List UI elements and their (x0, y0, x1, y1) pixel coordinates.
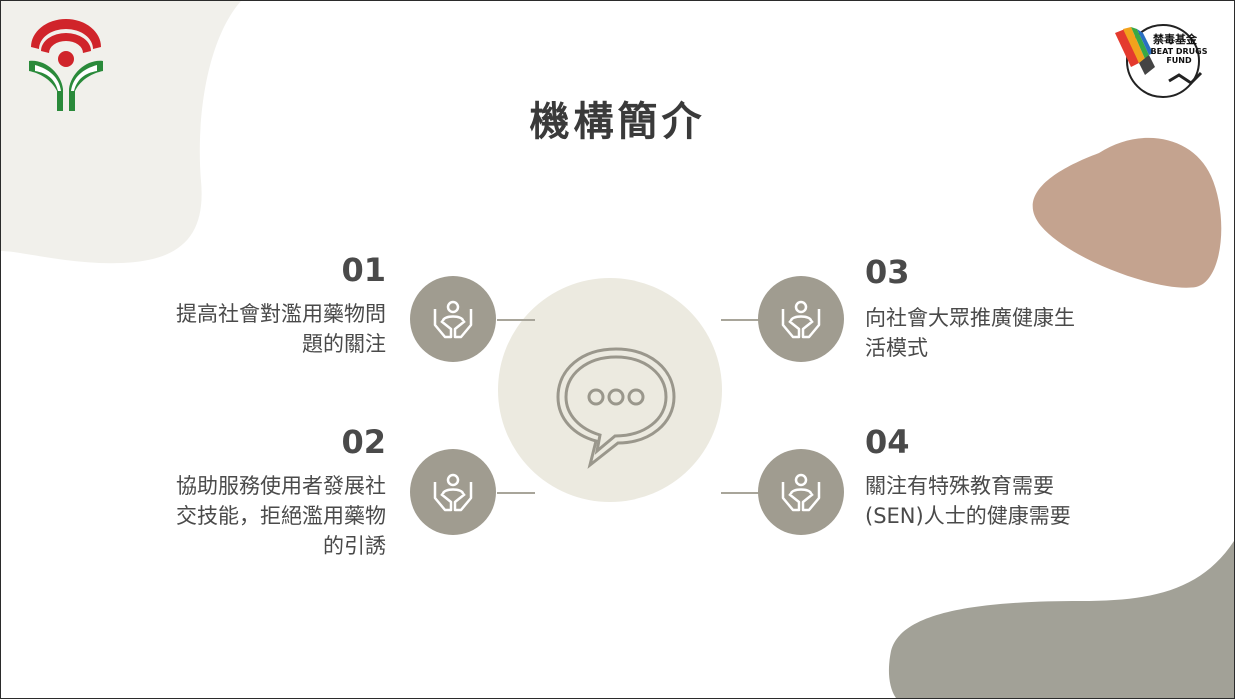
item-01-line-2: 題的關注 (302, 332, 386, 356)
beige-blob (1, 1, 241, 264)
hands-holding-people-icon (433, 473, 473, 512)
item-01-icon-circle (410, 276, 496, 362)
item-03-number: 03 (865, 253, 910, 291)
connector-01 (497, 319, 535, 321)
logo-text-beat-drugs: BEAT DRUGS (1151, 47, 1208, 56)
item-02-line-2: 交技能，拒絕濫用藥物 (176, 504, 386, 528)
item-02-description: 協助服務使用者發展社 交技能，拒絕濫用藥物 的引誘 (66, 471, 386, 561)
item-03-description: 向社會大眾推廣健康生 活模式 (865, 303, 1185, 363)
item-02-line-1: 協助服務使用者發展社 (176, 474, 386, 498)
hands-holding-people-icon (781, 473, 821, 512)
connector-03 (721, 319, 761, 321)
beat-drugs-fund-logo: 禁毒基金 BEAT DRUGS FUND (1109, 23, 1217, 107)
item-01-number: 01 (341, 251, 386, 289)
item-01-description: 提高社會對濫用藥物問 題的關注 (66, 299, 386, 359)
item-03-line-2: 活模式 (865, 336, 928, 360)
center-circle (498, 278, 722, 502)
logo-text-fund: FUND (1166, 56, 1192, 65)
brown-blob (1032, 137, 1222, 288)
item-04-icon-circle (758, 449, 844, 535)
item-04-line-2: (SEN)人士的健康需要 (865, 504, 1071, 528)
connector-02 (497, 492, 535, 494)
item-03-icon-circle (758, 276, 844, 362)
gray-blob (888, 541, 1234, 698)
page-title: 機構簡介 (529, 99, 706, 145)
item-01-line-1: 提高社會對濫用藥物問 (176, 302, 386, 326)
item-04-line-1: 關注有特殊教育需要 (865, 474, 1054, 498)
logo-text-chinese: 禁毒基金 (1153, 32, 1198, 46)
connector-04 (721, 492, 761, 494)
item-03-line-1: 向社會大眾推廣健康生 (865, 306, 1075, 330)
item-02-number: 02 (341, 423, 386, 461)
item-04-description: 關注有特殊教育需要 (SEN)人士的健康需要 (865, 471, 1205, 531)
item-02-icon-circle (410, 449, 496, 535)
item-02-line-3: 的引誘 (323, 534, 386, 558)
speech-bubble-icon (556, 347, 676, 469)
hands-holding-people-icon (433, 300, 473, 339)
item-04-number: 04 (865, 423, 910, 461)
organization-logo (29, 19, 103, 111)
hands-holding-people-icon (781, 300, 821, 339)
